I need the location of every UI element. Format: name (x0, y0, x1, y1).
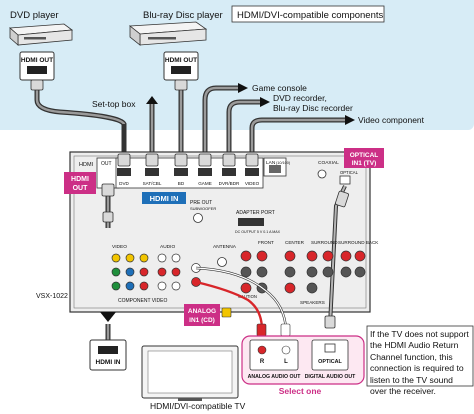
tv-hdmi-in-port: HDMI IN (89, 339, 127, 371)
header-title-box: HDMI/DVI-compatible components (231, 5, 385, 23)
antenna-jack-icon (217, 257, 227, 267)
tv-optical-label: OPTICAL (318, 359, 342, 365)
bluray-player-icon (128, 21, 208, 46)
video-component-label: Video component (358, 115, 425, 125)
input-dvrbdr-label: DVR/BDR (219, 181, 240, 186)
optical-in1-line2: IN1 (TV) (352, 160, 377, 167)
dvd-player-icon (9, 23, 74, 46)
select-one-label: Select one (279, 386, 322, 396)
receiver-out-label: OUT (101, 161, 112, 167)
tv-l-jack-icon (281, 345, 291, 355)
hdmi-cable-dvd (34, 81, 127, 163)
input-dvd-label: DVD (119, 181, 129, 186)
adapter-port-label: ADAPTER PORT (236, 210, 275, 216)
input-video-label: VIDEO (245, 181, 260, 186)
hdmi-out-callout (64, 172, 96, 194)
bluray-hdmi-out-label: HDMI OUT (165, 57, 197, 64)
digital-audio-out-label: DIGITAL AUDIO OUT (305, 374, 356, 380)
dvd-recorder-arrow-icon (260, 97, 270, 107)
tv-label: HDMI/DVI-compatible TV (150, 401, 246, 411)
hdmi-cable-dvd-inner (35, 84, 126, 160)
red-rca-plug-icon (256, 323, 267, 337)
optical-in1-callout (344, 148, 384, 168)
hdmi-out-callout-line2: OUT (73, 185, 89, 192)
hdmi-in-label: HDMI IN (150, 194, 179, 203)
tv-l-label: L (284, 359, 288, 365)
header-title: HDMI/DVI-compatible components (237, 10, 383, 21)
subwoofer-jack-icon (193, 213, 203, 223)
analog-audio-out-label: ANALOG AUDIO OUT (248, 374, 302, 380)
analog-audio-out-box (249, 339, 299, 371)
video-label: VIDEO (112, 244, 127, 250)
video-rca-jacks (111, 253, 149, 291)
optical-in1-line1: OPTICAL (350, 152, 379, 159)
tv-icon (141, 345, 239, 401)
note-text: If the TV does not support the HDMI Audi… (370, 329, 469, 397)
receiver-hdmi-out-plug-icon (101, 183, 115, 197)
note-box (366, 325, 474, 387)
bluray-player-label: Blu-ray Disc player (143, 10, 223, 21)
center-label: CENTER (285, 240, 305, 245)
bluray-plug-icon (174, 79, 188, 91)
bluray-hdmi-out-port: HDMI OUT (163, 51, 199, 81)
optical-plug-icon (335, 190, 349, 208)
surround-back-label: SURROUND BACK (338, 240, 379, 245)
audio-label: AUDIO (160, 244, 175, 250)
analog-in1-line2: IN1 (CD) (189, 317, 215, 324)
dvd-recorder-label-1: DVD recorder, (273, 93, 327, 103)
input-bd-label: BD (178, 181, 185, 186)
dvd-hdmi-out-port: HDMI OUT (19, 51, 55, 81)
pre-out-label: PRE OUT (190, 200, 212, 206)
surround-label: SURROUND (311, 240, 338, 245)
digital-audio-out-box (311, 339, 349, 371)
input-game-label: GAME (198, 181, 212, 186)
hdmi-input-ports (117, 168, 259, 176)
antenna-label: ANTENNA (213, 244, 237, 250)
component-video-label: COMPONENT VIDEO (118, 298, 167, 304)
model-label: VSX-1022 (36, 293, 68, 300)
hdmi-input-block (115, 157, 264, 189)
analog-in1-callout (184, 304, 220, 326)
lan-sub-label: (10/100) (276, 161, 291, 165)
coaxial-label: COAXIAL (318, 160, 339, 166)
hdmi-in-badge (142, 192, 186, 204)
subwoofer-label: SUBWOOFER (190, 206, 216, 211)
game-console-label: Game console (252, 83, 307, 93)
optical-panel-label: OPTICAL (340, 170, 359, 175)
set-top-box-arrow-icon (146, 96, 158, 104)
dvd-recorder-label-2: Blu-ray Disc recorder (273, 103, 353, 113)
dvd-recorder-cable (226, 99, 260, 160)
tv-r-label: R (260, 359, 265, 365)
white-rca-plug-icon (280, 323, 291, 337)
game-console-arrow-icon (238, 83, 248, 93)
tv-hdmi-in-label: HDMI IN (96, 359, 121, 366)
dvd-hdmi-out-label: HDMI OUT (21, 57, 53, 64)
lan-label: LAN (266, 160, 276, 166)
coaxial-jack-icon (317, 169, 327, 179)
speaker-terminals (240, 250, 366, 294)
adapter-port-jack (238, 218, 264, 226)
caution-label: CAUTION (238, 294, 257, 299)
receiver-hdmi-label: HDMI (79, 162, 94, 168)
dvd-player-label: DVD player (10, 10, 59, 21)
input-satcbl-label: SAT/CBL (143, 181, 162, 186)
dvd-plug-icon (30, 79, 44, 91)
optical-jack-icon (339, 175, 351, 185)
tv-r-jack-icon (257, 345, 267, 355)
audio-rca-jacks (157, 253, 181, 291)
game-console-cable (202, 85, 238, 160)
front-label: FRONT (258, 240, 274, 245)
analog-indicator-icon (221, 307, 232, 318)
receiver-hdmi-plugs (117, 153, 259, 167)
analog-audio-cable-red (195, 280, 264, 331)
hdmi-out-callout-line1: HDMI (71, 176, 89, 183)
adapter-spec-label: DC OUTPUT 5 V 0.1 A MAX (235, 230, 281, 234)
set-top-box-label: Set-top box (92, 99, 136, 109)
analog-in1-line1: ANALOG (188, 308, 216, 315)
down-arrow-icon (100, 312, 116, 322)
speakers-label: SPEAKERS (300, 300, 325, 305)
video-component-arrow-icon (345, 115, 355, 125)
